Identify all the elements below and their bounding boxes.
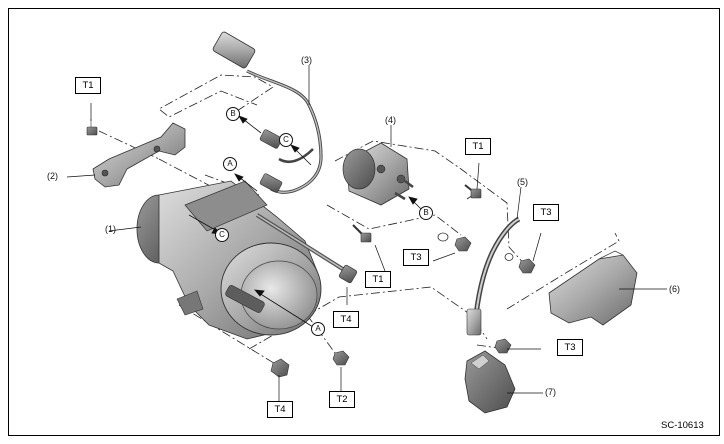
marker-a-lower: A [311,322,325,336]
callout-7: (7) [545,387,556,397]
through-bolt-t4 [255,213,358,284]
callout-6: (6) [669,284,680,294]
torque-label-t4-nut: T4 [267,401,293,418]
torque-label-t1-mid: T1 [365,271,391,288]
solenoid-right-line [334,140,528,268]
callout-5: (5) [517,177,528,187]
solenoid-lower-line [326,204,462,236]
bolt-t1-top-left [86,119,98,136]
callout-4: (4) [385,115,396,125]
torque-label-t2-nut: T2 [329,391,355,408]
diagram-frame: (1) (2) (3) (4) (5) (6) (7) T1 T1 T1 T3 … [8,8,720,436]
cover-line [506,232,620,310]
torque-label-t4-bolt: T4 [333,311,359,328]
torque-label-t1-top-left: T1 [75,77,101,94]
callout-1: (1) [105,224,116,234]
harness-routing-line [158,74,274,118]
marker-arrows [188,115,424,328]
solenoid-part-4 [342,142,414,206]
leader-lines [66,65,667,401]
bolt-t1-solenoid [464,184,482,199]
motor-foot-line [178,304,278,366]
cable-part-5 [466,216,521,336]
starter-motor-part-1 [136,180,322,340]
torque-label-t3-bottom: T3 [557,339,583,356]
cover-part-6 [548,250,638,326]
marker-a-upper: B [226,107,240,121]
torque-label-t3-mid: T3 [403,249,429,266]
bolt-t1-mid [352,224,372,243]
boot-part-7 [464,350,516,414]
marker-b-lower: B [419,206,433,220]
exploded-view-drawing [66,31,667,414]
bracket-part-2 [92,122,186,188]
callout-3: (3) [301,55,312,65]
marker-c-motor: C [215,228,229,242]
harness-part-3 [212,31,323,194]
torque-label-t3-right: T3 [533,204,559,221]
marker-a-mid: A [223,157,237,171]
callout-2: (2) [47,171,58,181]
reference-code: SC-10613 [661,420,704,431]
nuts-and-washers [270,232,536,378]
torque-label-t1-solenoid: T1 [465,138,491,155]
marker-c-upper: C [279,133,293,147]
